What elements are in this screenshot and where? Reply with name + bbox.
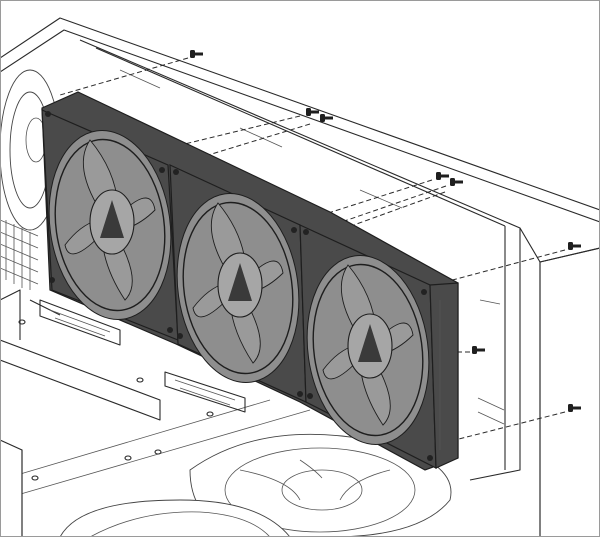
screw-icon — [320, 114, 333, 122]
fan-3 — [299, 224, 437, 469]
mounting-screws — [190, 50, 581, 412]
pc-case — [0, 17, 600, 537]
screw-icon — [436, 172, 449, 180]
screw-icon — [568, 404, 581, 412]
bottom-case-fan-2 — [59, 499, 291, 537]
fan-1 — [41, 109, 179, 341]
vent-grid — [0, 219, 39, 290]
screw-icon — [450, 178, 463, 186]
screw-icon — [472, 346, 485, 354]
screw-icon — [190, 50, 203, 58]
fan-2 — [169, 164, 307, 403]
screw-icon — [306, 108, 319, 116]
screw-icon — [568, 242, 581, 250]
radiator-fan-assembly — [41, 91, 459, 471]
